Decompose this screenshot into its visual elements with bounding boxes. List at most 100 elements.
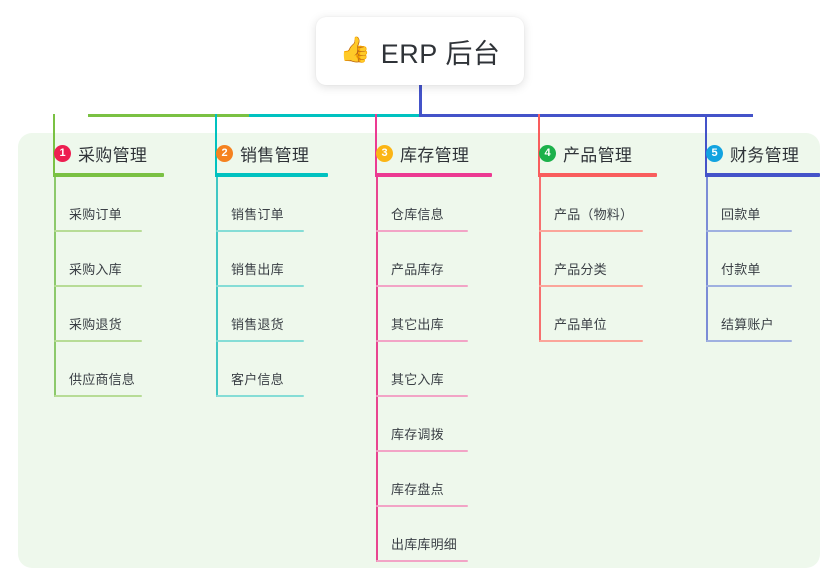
leaf-node-label: 销售订单 — [231, 207, 284, 222]
leaf-node[interactable]: 其它入库 — [358, 342, 518, 397]
leaf-node-label: 产品（物料） — [554, 207, 634, 222]
column-1: 1 采购管理采购订单采购入库采购退货供应商信息 — [36, 140, 188, 397]
column-items-3: 仓库信息产品库存其它出库其它入库库存调拨库存盘点出库库明细 — [358, 177, 518, 562]
leaf-node-underline — [376, 395, 468, 397]
leaf-node-underline — [539, 285, 643, 287]
leaf-node-underline — [376, 230, 468, 232]
column-underline — [376, 173, 492, 177]
leaf-node-underline — [54, 340, 142, 342]
leaf-node-label: 采购订单 — [69, 207, 122, 222]
column-title: 销售管理 — [240, 145, 310, 165]
column-items-5: 回款单付款单结算账户 — [688, 177, 828, 342]
leaf-node-label: 产品单位 — [554, 317, 607, 332]
leaf-node[interactable]: 销售退货 — [198, 287, 350, 342]
column-header-3[interactable]: 3 库存管理 — [358, 140, 518, 166]
leaf-node[interactable]: 产品（物料） — [521, 177, 681, 232]
leaf-node-underline — [376, 450, 468, 452]
leaf-node-label: 回款单 — [721, 207, 761, 222]
column-header-5[interactable]: 5 财务管理 — [688, 140, 828, 166]
leaf-node-underline — [216, 395, 304, 397]
leaf-node[interactable]: 回款单 — [688, 177, 828, 232]
leaf-node-label: 采购入库 — [69, 262, 122, 277]
column-5: 5 财务管理回款单付款单结算账户 — [688, 140, 828, 342]
leaf-node-underline — [216, 340, 304, 342]
leaf-node-label: 出库库明细 — [391, 537, 458, 552]
leaf-node-label: 结算账户 — [721, 317, 774, 332]
leaf-node-underline — [706, 285, 792, 287]
column-underline — [216, 173, 328, 177]
diagram-background-panel — [18, 133, 820, 568]
leaf-node-underline — [376, 285, 468, 287]
column-underline — [539, 173, 657, 177]
column-spine-line — [54, 177, 56, 397]
leaf-node-label: 库存盘点 — [391, 482, 444, 497]
leaf-node-label: 仓库信息 — [391, 207, 444, 222]
column-badge-icon: 2 — [216, 144, 233, 162]
leaf-node[interactable]: 库存盘点 — [358, 452, 518, 507]
leaf-node[interactable]: 产品单位 — [521, 287, 681, 342]
leaf-node-underline — [216, 285, 304, 287]
leaf-node-label: 产品分类 — [554, 262, 607, 277]
leaf-node-underline — [376, 340, 468, 342]
leaf-node-underline — [539, 340, 643, 342]
column-items-1: 采购订单采购入库采购退货供应商信息 — [36, 177, 188, 397]
leaf-node-underline — [706, 340, 792, 342]
leaf-node[interactable]: 供应商信息 — [36, 342, 188, 397]
leaf-node-underline — [216, 230, 304, 232]
leaf-node-underline — [54, 230, 142, 232]
leaf-node-label: 供应商信息 — [69, 372, 136, 387]
leaf-node-label: 客户信息 — [231, 372, 284, 387]
leaf-node-label: 产品库存 — [391, 262, 444, 277]
column-header-2[interactable]: 2 销售管理 — [198, 140, 350, 166]
leaf-node[interactable]: 销售出库 — [198, 232, 350, 287]
column-title: 产品管理 — [563, 145, 633, 165]
root-node-title: ERP 后台 — [380, 38, 501, 69]
column-title: 库存管理 — [400, 145, 470, 165]
leaf-node[interactable]: 采购退货 — [36, 287, 188, 342]
column-underline — [706, 173, 820, 177]
leaf-node-underline — [54, 285, 142, 287]
leaf-node-label: 销售退货 — [231, 317, 284, 332]
column-header-1[interactable]: 1 采购管理 — [36, 140, 188, 166]
leaf-node[interactable]: 客户信息 — [198, 342, 350, 397]
column-spine-line — [216, 177, 218, 397]
column-underline — [54, 173, 164, 177]
column-badge-icon: 4 — [539, 144, 556, 162]
column-badge-icon: 1 — [54, 144, 71, 162]
column-items-4: 产品（物料） 产品分类产品单位 — [521, 177, 681, 342]
column-badge-icon: 3 — [376, 144, 393, 162]
leaf-node-underline — [54, 395, 142, 397]
leaf-node-label: 其它入库 — [391, 372, 444, 387]
leaf-node[interactable]: 采购订单 — [36, 177, 188, 232]
leaf-node[interactable]: 出库库明细 — [358, 507, 518, 562]
leaf-node-underline — [539, 230, 643, 232]
column-title: 财务管理 — [730, 145, 800, 165]
column-3: 3 库存管理仓库信息产品库存其它出库其它入库库存调拨库存盘点出库库明细 — [358, 140, 518, 562]
root-node-card[interactable]: 👍 ERP 后台 — [316, 17, 524, 85]
leaf-node[interactable]: 库存调拨 — [358, 397, 518, 452]
column-title: 采购管理 — [78, 145, 148, 165]
leaf-node-label: 采购退货 — [69, 317, 122, 332]
column-items-2: 销售订单销售出库销售退货客户信息 — [198, 177, 350, 397]
thumbs-up-icon: 👍 — [339, 35, 371, 64]
leaf-node[interactable]: 产品分类 — [521, 232, 681, 287]
column-spine-line — [539, 177, 541, 342]
column-header-4[interactable]: 4 产品管理 — [521, 140, 681, 166]
column-spine-line — [376, 177, 378, 562]
leaf-node[interactable]: 结算账户 — [688, 287, 828, 342]
leaf-node-label: 库存调拨 — [391, 427, 444, 442]
leaf-node-underline — [376, 560, 468, 562]
leaf-node-label: 其它出库 — [391, 317, 444, 332]
leaf-node-underline — [706, 230, 792, 232]
leaf-node[interactable]: 销售订单 — [198, 177, 350, 232]
leaf-node[interactable]: 付款单 — [688, 232, 828, 287]
leaf-node[interactable]: 产品库存 — [358, 232, 518, 287]
leaf-node-label: 付款单 — [721, 262, 761, 277]
leaf-node[interactable]: 采购入库 — [36, 232, 188, 287]
leaf-node-underline — [376, 505, 468, 507]
leaf-node[interactable]: 仓库信息 — [358, 177, 518, 232]
leaf-node[interactable]: 其它出库 — [358, 287, 518, 342]
column-badge-icon: 5 — [706, 144, 723, 162]
column-spine-line — [706, 177, 708, 342]
